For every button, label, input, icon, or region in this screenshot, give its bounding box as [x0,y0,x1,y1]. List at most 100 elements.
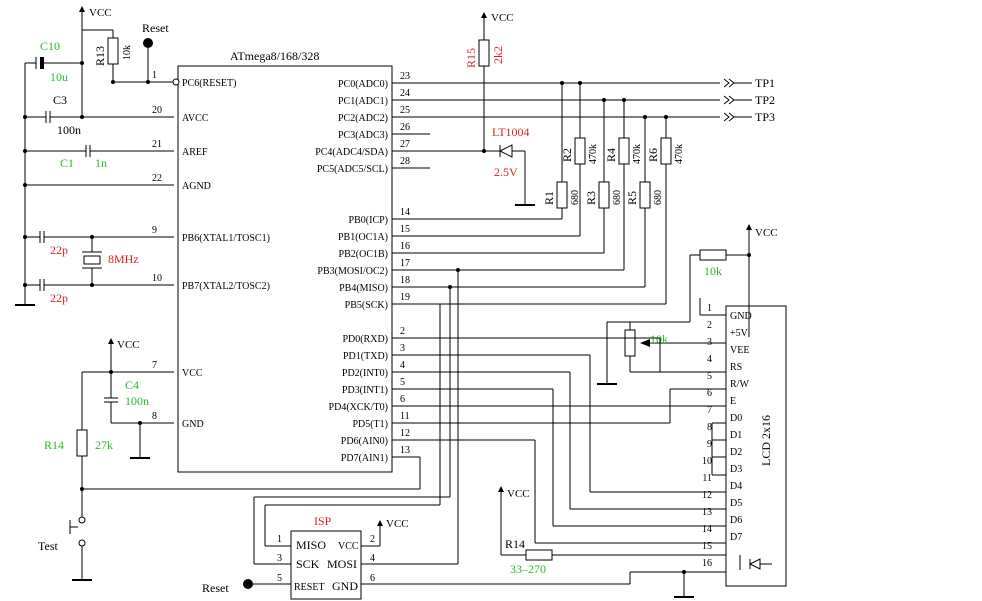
lcd-pin-name: D5 [730,498,742,509]
mcu-pin-num-right: 27 [400,139,410,150]
vcc-label-3: VCC [491,12,514,24]
r14-value: 27k [95,438,113,452]
mcu-pin-num-right: 13 [400,445,410,456]
lcd-pin-name: R/W [730,379,749,390]
mcu-pin-num-right: 23 [400,71,410,82]
isp-miso: MISO [296,538,326,552]
r13-value: 10k [122,45,133,60]
r14b-name: R14 [505,537,525,551]
r6-name: R6 [646,148,660,162]
mcu-pin-num-left: 22 [152,173,162,184]
isp-pin-6: 6 [370,573,375,584]
r13-name: R13 [93,46,107,66]
mcu-pin-name-right: PB1(OC1A) [338,232,388,243]
vcc-label-6: VCC [386,518,409,530]
mcu-pin-name-left: AVCC [182,113,209,124]
c3-name: C3 [53,93,67,107]
mcu-pin-num-right: 28 [400,156,410,167]
r5-name: R5 [625,191,639,205]
mcu-pin-num-right: 12 [400,428,410,439]
lcd-pin-num: 5 [707,371,712,382]
lt1004-name: LT1004 [492,125,530,139]
vcc-label: VCC [89,7,112,19]
mcu-pin-num-left: 9 [152,225,157,236]
lcd-pin-name: E [730,396,736,407]
lcd-pin-num: 7 [707,405,712,416]
isp-reset: RESET [294,582,325,593]
isp-gnd: GND [332,579,358,593]
lcd-pin-num: 11 [702,473,712,484]
lcd-pin-num: 15 [702,541,712,552]
isp-title: ISP [314,514,332,528]
c4-value: 100n [125,394,149,408]
mcu-body [177,65,393,473]
lcd-pin-name: D7 [730,532,742,543]
mcu-pin-num-right: 4 [400,360,405,371]
isp-sck: SCK [296,557,320,571]
mcu-pin-name-right: PB4(MISO) [339,283,388,294]
mcu-pin-name-left: PB7(XTAL2/TOSC2) [182,281,270,292]
tp3-label: TP3 [755,110,775,124]
mcu-pin-num-right: 2 [400,326,405,337]
mcu-pin-num-right: 14 [400,207,410,218]
lcd-pin-num: 1 [707,303,712,314]
mcu-pin-name-right: PC2(ADC2) [338,113,388,124]
r5-value: 680 [653,190,664,205]
mcu-title: ATmega8/168/328 [230,49,319,63]
c3-value: 100n [57,123,81,137]
tp2-label: TP2 [755,93,775,107]
test-label: Test [38,539,58,553]
lcd-pin-num: 14 [702,524,712,535]
lcd-body [725,305,787,587]
mcu-pin-name-right: PC5(ADC5/SCL) [317,164,388,175]
mcu-pin-name-left: AREF [182,147,208,158]
mcu-pin-name-right: PB3(MOSI/OC2) [317,266,388,277]
pot-value: 10k [650,332,668,346]
mcu-pin-name-right: PD2(INT0) [342,368,388,379]
lcd-pin-name: VEE [730,345,749,356]
lt1004-value: 2.5V [494,165,518,179]
reset-label: Reset [142,21,169,35]
reset-terminal [143,38,153,48]
r14-name: R14 [44,438,64,452]
lcd-pin-name: D2 [730,447,742,458]
lcd-pin-num: 2 [707,320,712,331]
mcu-pin-name-left: GND [182,419,204,430]
r6-value: 470k [674,144,685,164]
lcd-pin-name: +5V [730,328,749,339]
lcd-pin-num: 12 [702,490,712,501]
r1-name: R1 [542,191,556,205]
lt1004-diode [498,144,513,158]
c10-value: 10u [50,70,68,84]
lcd-pin-name: D6 [730,515,742,526]
lcd-pin-name: D0 [730,413,742,424]
crystal [83,255,101,265]
lcd-pin-name: RS [730,362,742,373]
lcd-pin-num: 8 [707,422,712,433]
mcu-pin-num-left: 10 [152,273,162,284]
mcu-pin-name-right: PC4(ADC4/SDA) [315,147,388,158]
mcu-pin-name-right: PB0(ICP) [349,215,388,226]
mcu-pin-num-right: 5 [400,377,405,388]
mcu-pin-name-right: PB2(OC1B) [339,249,388,260]
lcd-pin-num: 10 [702,456,712,467]
lcd-pin-num: 6 [707,388,712,399]
r3-value: 680 [612,190,623,205]
vcc-label-2: VCC [117,339,140,351]
mcu-pin-num-right: 6 [400,394,405,405]
mcu-pin-num-right: 16 [400,241,410,252]
mcu-pin-name-right: PC1(ADC1) [338,96,388,107]
vcc-top-left: VCC [79,6,112,117]
mcu-pin-num-right: 17 [400,258,410,269]
mcu-pin-num-right: 19 [400,292,410,303]
isp-pin-4: 4 [370,553,375,564]
lcd-pins: 1GND2+5V3VEE4RS5R/W6E7D08D19D210D311D412… [702,303,752,569]
contrast-pot [624,329,636,357]
mcu-pin-name-right: PC3(ADC3) [338,130,388,141]
mcu-pin-num-right: 25 [400,105,410,116]
mcu-pin-num-left: 8 [152,411,157,422]
r14-resistor [76,429,88,457]
lcd-pin-name: D3 [730,464,742,475]
mcu-pin-num-left: 20 [152,105,162,116]
isp-body [290,530,362,600]
